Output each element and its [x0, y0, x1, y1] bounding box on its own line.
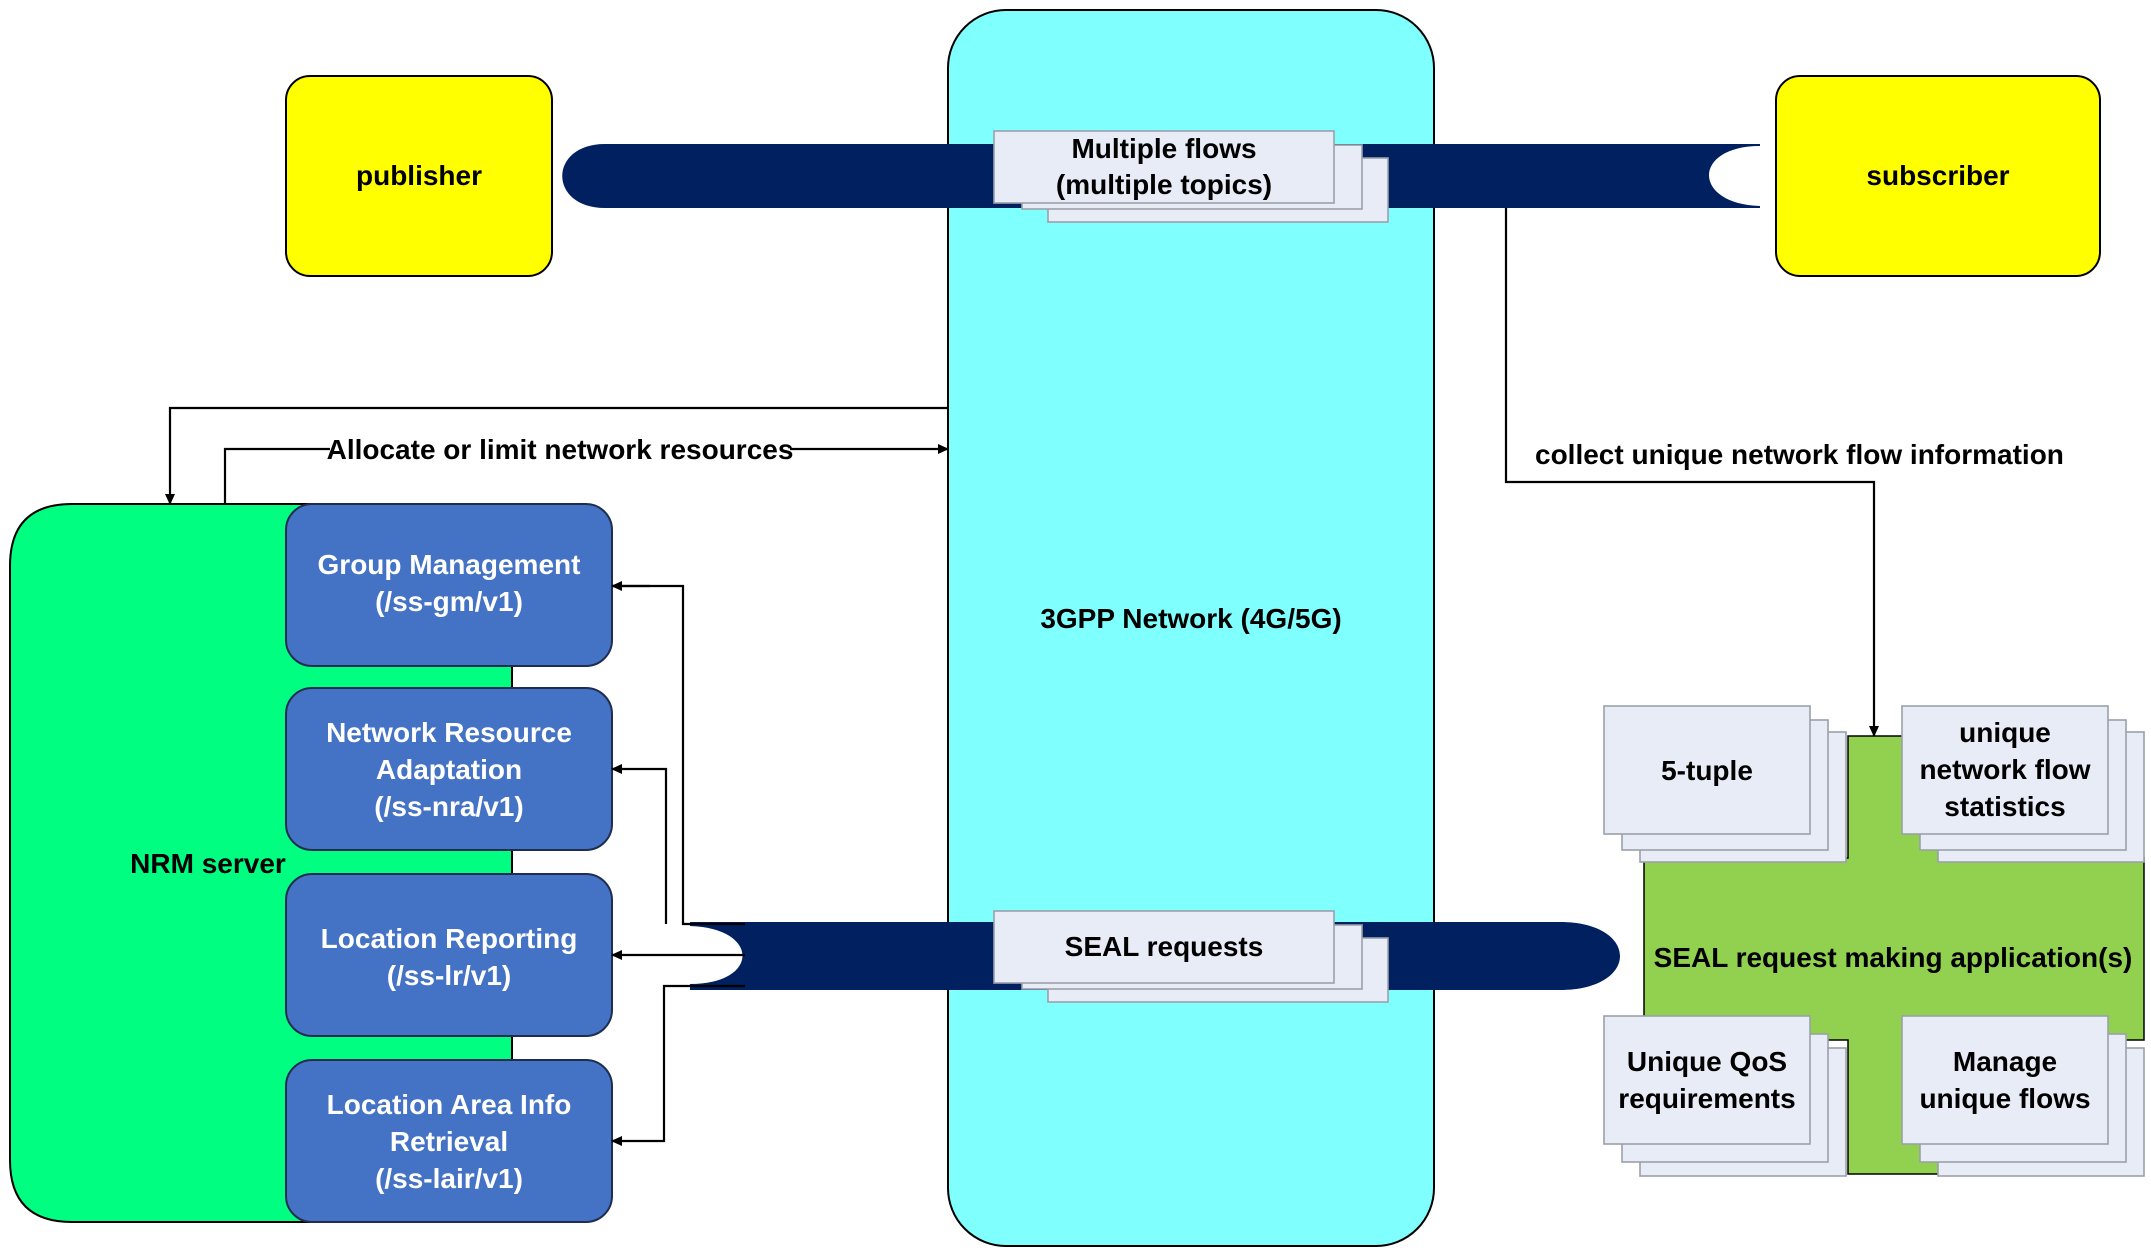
nra-label-1: Network Resource: [326, 717, 572, 748]
group-management-label-2: (/ss-gm/v1): [375, 586, 523, 617]
lair-label-1: Location Area Info: [327, 1089, 572, 1120]
seal-item-5-tuple: 5-tuple: [1603, 705, 1847, 863]
flow-stats-label-2: network flow: [1919, 754, 2090, 785]
nrm-server-box: [9, 503, 513, 1223]
network-label: 3GPP Network (4G/5G): [1040, 603, 1341, 634]
location-reporting-label-1: Location Reporting: [321, 923, 578, 954]
seal-app-label: SEAL request making application(s): [1654, 942, 2133, 973]
manage-flows-label-2: unique flows: [1919, 1083, 2090, 1114]
nra-label-2: Adaptation: [376, 754, 522, 785]
lair-label-2: Retrieval: [390, 1126, 508, 1157]
nra-label-3: (/ss-nra/v1): [374, 791, 523, 822]
seal-item-manage-flows: Manage unique flows: [1901, 1015, 2145, 1177]
location-reporting-box: [285, 873, 613, 1037]
network-to-nrm-arrow: [165, 406, 948, 505]
publisher-label: publisher: [356, 160, 482, 191]
seal-item-flow-statistics: unique network flow statistics: [1901, 705, 2145, 863]
bottom-flow-label: SEAL requests: [1065, 931, 1264, 962]
flow-stats-label-1: unique: [1959, 717, 2051, 748]
qos-label-2: requirements: [1618, 1083, 1795, 1114]
arrow-to-lair: [611, 984, 745, 1146]
qos-label-1: Unique QoS: [1627, 1046, 1787, 1077]
group-management-box: [285, 503, 613, 667]
allocate-label: Allocate or limit network resources: [327, 434, 794, 465]
seal-item-qos: Unique QoS requirements: [1603, 1015, 1847, 1177]
bottom-flow-stack: SEAL requests: [993, 910, 1389, 1003]
five-tuple-label: 5-tuple: [1661, 755, 1753, 786]
top-flow-stack: Multiple flows (multiple topics): [993, 130, 1389, 223]
manage-flows-label-1: Manage: [1953, 1046, 2057, 1077]
top-flow-label-1: Multiple flows: [1071, 133, 1256, 164]
top-flow-label-2: (multiple topics): [1056, 169, 1272, 200]
group-management-label-1: Group Management: [318, 549, 581, 580]
flow-stats-label-3: statistics: [1944, 791, 2065, 822]
lair-label-3: (/ss-lair/v1): [375, 1163, 523, 1194]
collect-arrow: [1504, 208, 1879, 737]
nrm-server-label: NRM server: [130, 848, 286, 879]
allocate-arrow: [223, 449, 948, 504]
distribution-line: [612, 584, 745, 926]
subscriber-label: subscriber: [1866, 160, 2009, 191]
publisher-box: [285, 75, 553, 277]
subscriber-box: [1775, 75, 2101, 277]
arrow-to-nra: [611, 764, 668, 924]
location-reporting-label-2: (/ss-lr/v1): [387, 960, 512, 991]
collect-label: collect unique network flow information: [1535, 439, 2064, 470]
